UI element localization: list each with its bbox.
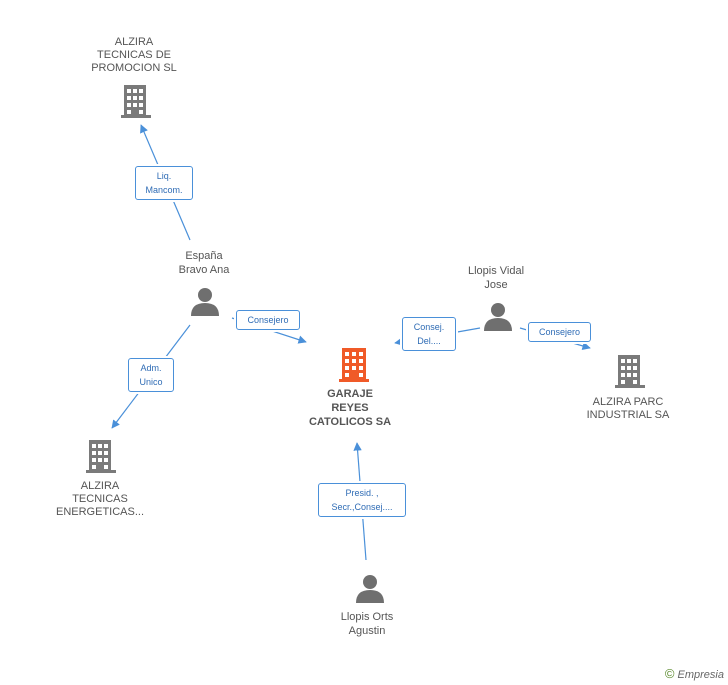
brand-name: Empresia (677, 669, 724, 681)
person-icon (356, 575, 384, 603)
company-label-alzira-promocion[interactable]: ALZIRA TECNICAS DE PROMOCION SL (91, 36, 177, 74)
relation-label-consejero-espana: Consejero (236, 310, 300, 330)
relation-label-consejero-vidal: Consejero (528, 322, 591, 342)
company-label-alzira-energeticas[interactable]: ALZIRA TECNICAS ENERGETICAS... (55, 480, 145, 518)
relation-label-presid: Presid. , Secr.,Consej.... (318, 483, 406, 517)
copyright-symbol: © (664, 666, 675, 681)
person-icon (484, 303, 512, 331)
person-label-vidal[interactable]: Llopis Vidal Jose (467, 265, 525, 291)
person-label-orts[interactable]: Llopis Orts Agustin (340, 611, 394, 637)
relation-label-liq-mancom: Liq. Mancom. (135, 166, 193, 200)
relation-label-consej-del: Consej. Del.... (402, 317, 456, 351)
relation-label-adm-unico: Adm. Unico (128, 358, 174, 392)
center-company-label[interactable]: GARAJE REYES CATOLICOS SA (308, 388, 392, 428)
person-label-espana[interactable]: España Bravo Ana (178, 250, 230, 276)
person-icon (191, 288, 219, 316)
company-label-alzira-parc[interactable]: ALZIRA PARC INDUSTRIAL SA (586, 396, 670, 421)
footer-brand: © Empresia (665, 666, 724, 681)
